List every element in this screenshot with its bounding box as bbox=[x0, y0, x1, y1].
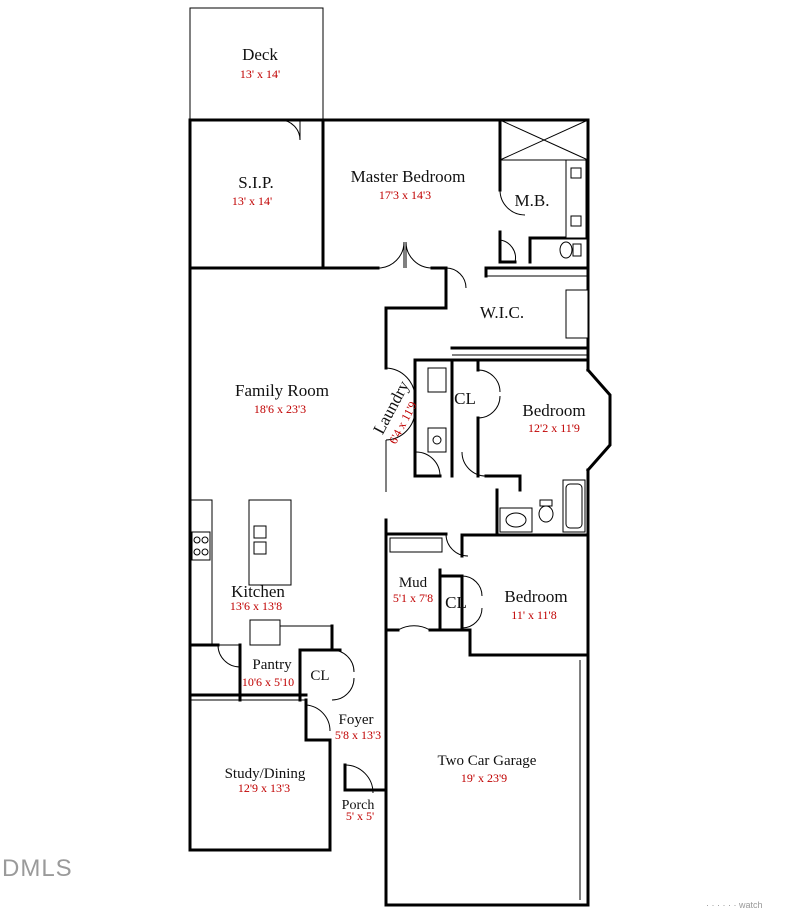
corner-note: · · · · · · watch bbox=[706, 900, 763, 910]
walls bbox=[188, 7, 612, 907]
kitchen-label: Kitchen bbox=[231, 582, 285, 601]
study-walls bbox=[188, 698, 332, 852]
garage-dim: 19' x 23'9 bbox=[461, 771, 507, 785]
study-dining-label: Study/Dining bbox=[225, 766, 306, 782]
bedroom2-label: Bedroom bbox=[522, 401, 585, 420]
fixtures bbox=[427, 159, 589, 900]
closet-bedroom3-label: CL bbox=[445, 593, 467, 612]
room-labels: Deck 13' x 14' S.I.P. 13' x 14' Master B… bbox=[225, 45, 586, 823]
door-swings bbox=[217, 119, 526, 794]
deck-dim: 13' x 14' bbox=[240, 67, 280, 81]
porch-dim: 5' x 5' bbox=[346, 809, 374, 823]
master-bedroom-dim: 17'3 x 14'3 bbox=[379, 188, 431, 202]
mud-dim: 5'1 x 7'8 bbox=[393, 591, 433, 605]
sip-label: S.I.P. bbox=[238, 173, 273, 192]
family-room-dim: 18'6 x 23'3 bbox=[254, 402, 306, 416]
mud-label: Mud bbox=[399, 575, 428, 591]
pantry-label: Pantry bbox=[252, 657, 292, 673]
closet-foyer-label: CL bbox=[310, 668, 329, 684]
porch-label: Porch bbox=[342, 798, 375, 813]
mls-watermark: DMLS bbox=[2, 855, 73, 882]
closet-bedroom2-label: CL bbox=[454, 389, 476, 408]
pantry-dim: 10'6 x 5'10 bbox=[242, 675, 294, 689]
sip-dim: 13' x 14' bbox=[232, 194, 272, 208]
deck-outline bbox=[189, 7, 324, 121]
master-bedroom-label: Master Bedroom bbox=[351, 167, 466, 186]
family-room-label: Family Room bbox=[235, 381, 329, 400]
wic-label: W.I.C. bbox=[480, 303, 524, 322]
deck-label: Deck bbox=[242, 45, 278, 64]
garage-walls bbox=[384, 628, 590, 907]
kitchen-dim: 13'6 x 13'8 bbox=[230, 599, 282, 613]
bedroom3-dim: 11' x 11'8 bbox=[511, 608, 556, 622]
garage-label: Two Car Garage bbox=[438, 753, 537, 769]
foyer-label: Foyer bbox=[339, 712, 374, 728]
bedroom3-label: Bedroom bbox=[504, 587, 567, 606]
bedroom2-dim: 12'2 x 11'9 bbox=[528, 421, 580, 435]
master-bath-label: M.B. bbox=[515, 191, 550, 210]
study-dining-dim: 12'9 x 13'3 bbox=[238, 781, 290, 795]
foyer-dim: 5'8 x 13'3 bbox=[335, 728, 381, 742]
